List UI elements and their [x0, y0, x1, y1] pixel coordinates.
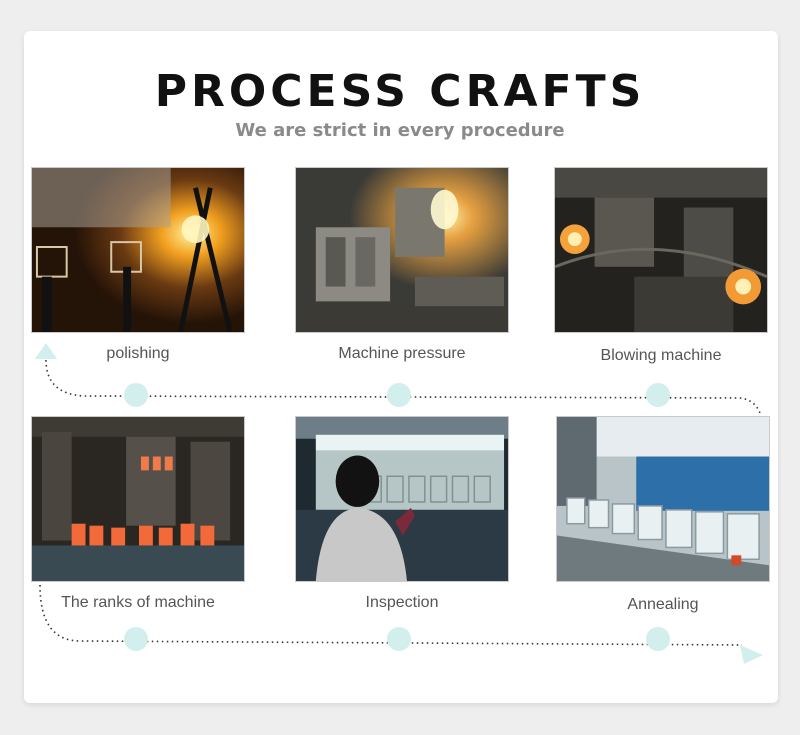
page-title: PROCESS CRAFTS: [154, 66, 646, 117]
step-label-polishing: polishing: [106, 345, 170, 362]
page-subtitle: We are strict in every procedure: [235, 120, 565, 141]
ranks-of-machine-photo: [31, 416, 245, 582]
step-label-blowing-machine: Blowing machine: [600, 347, 722, 364]
inspection-photo: [295, 416, 509, 582]
blowing-machine-photo: [554, 167, 768, 333]
step-label-annealing: Annealing: [627, 596, 699, 613]
machine-pressure-photo: [295, 167, 509, 333]
step-label-inspection: Inspection: [365, 594, 439, 611]
polishing-photo: [31, 167, 245, 333]
step-label-ranks-of-machine: The ranks of machine: [61, 594, 215, 611]
step-label-machine-pressure: Machine pressure: [338, 345, 466, 362]
annealing-photo: [556, 416, 770, 582]
